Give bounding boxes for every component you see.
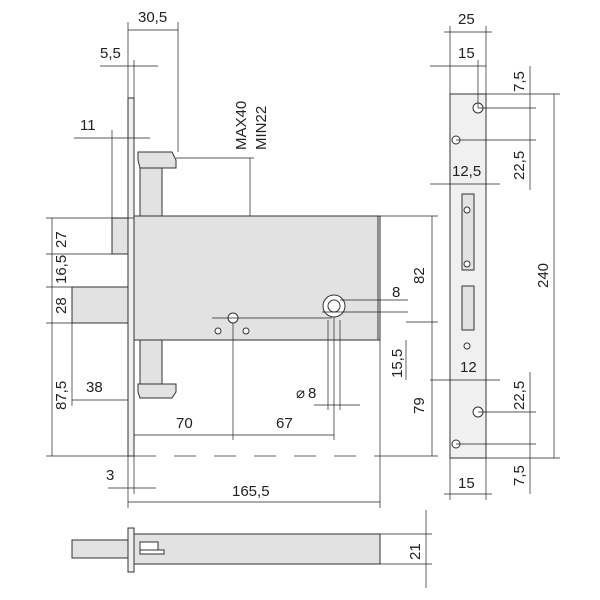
faceplate-bottom [127, 527, 135, 573]
dim-21: 21 [407, 543, 424, 560]
latch-bottom-b [139, 549, 165, 555]
dim-87-5: 87,5 [53, 381, 70, 410]
dim-dia-8: 8 [308, 385, 316, 402]
faceplate-view: 25 15 7,5 22,5 12,5 240 12 22,5 15 7,5 [430, 11, 560, 500]
plate-hole-a [463, 206, 471, 214]
plate-dimension-lines [430, 26, 560, 500]
dim-25: 25 [458, 11, 475, 28]
lock-case [133, 215, 381, 341]
dim-5-5: 5,5 [100, 45, 121, 62]
dim-8: 8 [392, 284, 400, 301]
screw-hole-left [214, 327, 222, 335]
dim-70: 70 [176, 415, 193, 432]
dim-22-5-top: 22,5 [511, 151, 528, 180]
screw-hole-right [242, 327, 250, 335]
bottom-view: 21 [71, 510, 432, 588]
faceplate [127, 97, 135, 457]
deadbolt [71, 286, 129, 324]
dim-82: 82 [411, 267, 428, 284]
dim-67: 67 [276, 415, 293, 432]
dim-15-bottom: 15 [458, 475, 475, 492]
bolt-slot [461, 285, 475, 331]
plate-hole-c [463, 342, 471, 350]
latch-bolt [111, 217, 129, 255]
dim-15-top: 15 [458, 45, 475, 62]
dim-30-5: 30,5 [138, 9, 167, 26]
dim-7-5-bottom: 7,5 [511, 465, 528, 486]
dim-min22: MIN22 [253, 106, 270, 150]
dim-12-5: 12,5 [452, 163, 481, 180]
dim-165-5: 165,5 [232, 483, 270, 500]
dim-22-5-bottom: 22,5 [511, 381, 528, 410]
dim-28: 28 [53, 297, 70, 314]
cylinder-hole-inner [327, 299, 341, 313]
dim-12: 12 [460, 359, 477, 376]
top-bolt-rod [139, 167, 163, 217]
dim-79: 79 [411, 397, 428, 414]
plate-hole-b [463, 260, 471, 268]
dim-27: 27 [53, 231, 70, 248]
dim-38: 38 [86, 379, 103, 396]
dim-16-5: 16,5 [53, 255, 70, 284]
deadbolt-bottom [71, 539, 129, 559]
dim-dia-symbol: ⌀ [296, 385, 305, 402]
dim-7-5-top: 7,5 [511, 71, 528, 92]
dim-max40: MAX40 [233, 101, 250, 150]
bottom-bolt-head [137, 383, 177, 399]
latch-bottom-a [139, 541, 159, 551]
front-view: 30,5 5,5 11 MAX40 MIN22 27 16,5 28 87,5 … [46, 9, 438, 508]
front-dimension-lines [46, 22, 438, 508]
latch-slot [461, 193, 475, 271]
top-bolt-head [137, 151, 177, 169]
bottom-bolt-rod [139, 339, 163, 385]
case-bottom [133, 533, 381, 565]
dim-15-5: 15,5 [389, 349, 406, 378]
case-edge [377, 215, 381, 341]
plate [449, 93, 487, 459]
dim-11: 11 [80, 117, 96, 134]
dim-240: 240 [535, 263, 552, 288]
dim-3: 3 [106, 467, 114, 484]
